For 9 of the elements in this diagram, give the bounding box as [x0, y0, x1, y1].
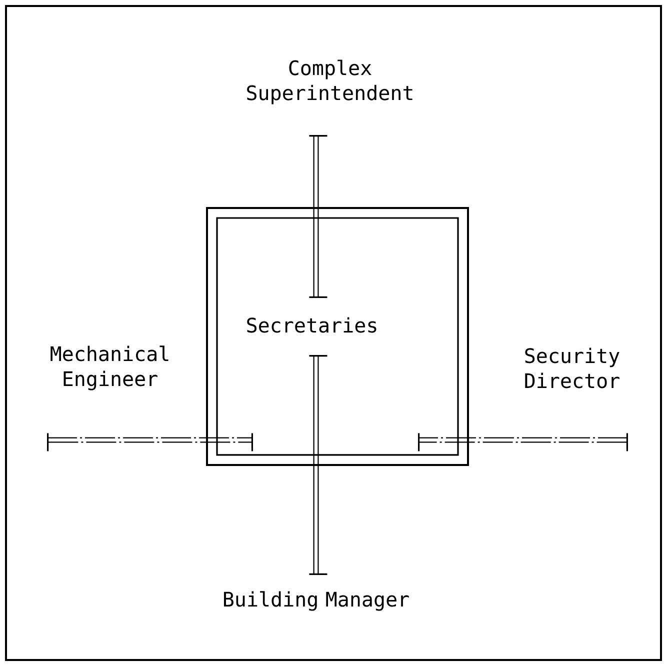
- double-line-connector: [417, 433, 629, 452]
- office-box: Secretaries: [206, 207, 469, 466]
- role-label: Mechanical Engineer: [50, 346, 168, 390]
- double-line-connector: [46, 433, 254, 452]
- role-label: Complex Superintendent: [247, 60, 412, 104]
- double-line-connector: [309, 354, 328, 576]
- role-label: Building Manager: [224, 591, 409, 611]
- double-line-connector: [309, 134, 328, 299]
- role-label: Security Director: [525, 348, 620, 388]
